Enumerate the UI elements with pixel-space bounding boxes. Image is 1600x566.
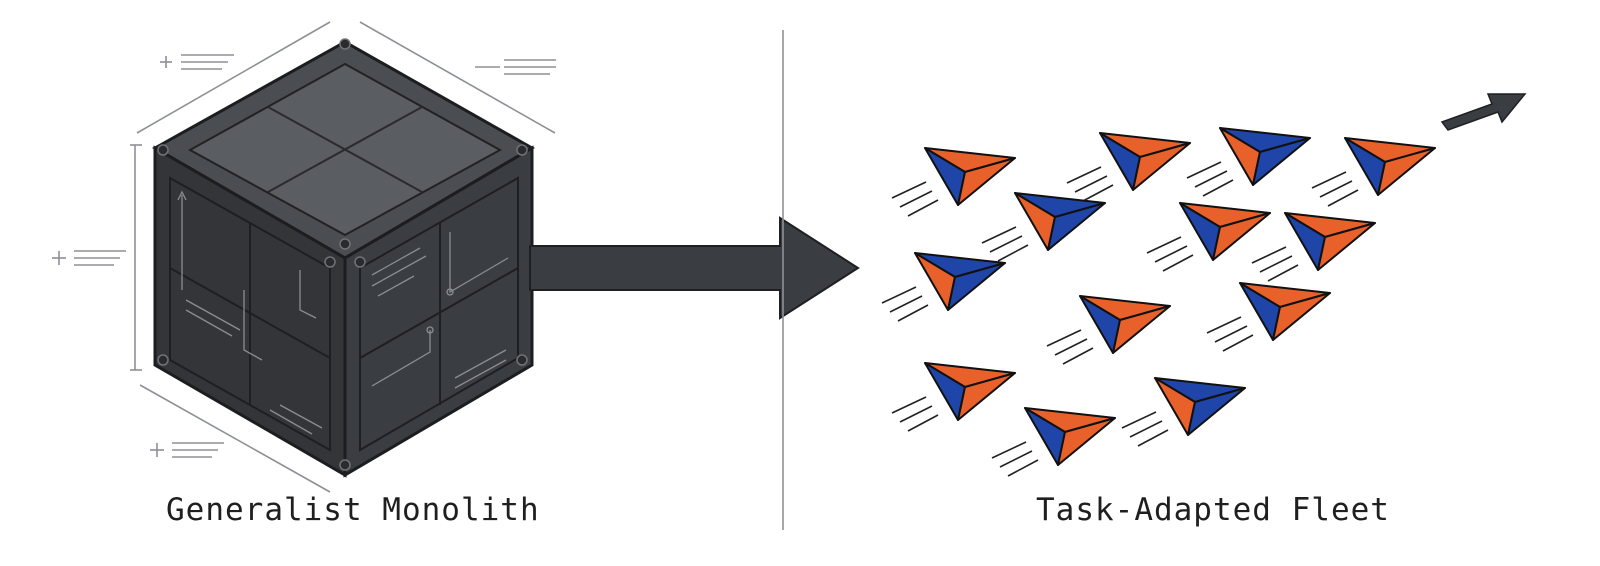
motion-line-icon xyxy=(891,181,927,199)
motion-line-icon xyxy=(1251,246,1287,264)
tetrahedron-fleet xyxy=(881,127,1436,477)
motion-line-icon xyxy=(1202,179,1234,197)
motion-line-icon xyxy=(1259,255,1293,273)
motion-line-icon xyxy=(1137,429,1169,447)
motion-line-icon xyxy=(1046,329,1082,347)
motion-line-icon xyxy=(889,295,923,313)
motion-line-icon xyxy=(899,190,933,208)
transform-arrow-icon xyxy=(529,216,860,320)
right-caption: Task-Adapted Fleet xyxy=(1036,492,1390,528)
circuit-traces xyxy=(177,190,509,435)
cube-right-face xyxy=(343,145,534,478)
fleet-unit xyxy=(1066,132,1191,202)
motion-line-icon xyxy=(881,286,917,304)
fleet-unit xyxy=(1251,212,1376,282)
left-caption: Generalist Monolith xyxy=(166,492,540,528)
motion-line-icon xyxy=(1129,420,1163,438)
corner-bolts xyxy=(157,38,528,471)
motion-line-icon xyxy=(1194,170,1228,188)
motion-line-icon xyxy=(1066,166,1102,184)
motion-line-icon xyxy=(1062,347,1094,365)
motion-line-icon xyxy=(1121,411,1157,429)
dimension-lines xyxy=(130,21,556,493)
motion-line-icon xyxy=(991,441,1027,459)
motion-line-icon xyxy=(897,304,929,322)
fleet-unit xyxy=(1186,127,1311,197)
motion-line-icon xyxy=(1206,316,1242,334)
motion-line-icon xyxy=(1074,175,1108,193)
motion-line-icon xyxy=(1327,189,1359,207)
motion-line-icon xyxy=(1214,325,1248,343)
motion-line-icon xyxy=(981,226,1017,244)
fleet-unit xyxy=(1046,295,1171,365)
motion-line-icon xyxy=(1082,184,1114,202)
motion-line-icon xyxy=(891,396,927,414)
motion-line-icon xyxy=(997,244,1029,262)
motion-line-icon xyxy=(1319,180,1353,198)
motion-line-icon xyxy=(1267,264,1299,282)
motion-line-icon xyxy=(1186,161,1222,179)
fleet-unit xyxy=(1146,202,1271,272)
motion-line-icon xyxy=(989,235,1023,253)
fleet-unit xyxy=(981,192,1106,262)
motion-line-icon xyxy=(1311,171,1347,189)
motion-line-icon xyxy=(1146,236,1182,254)
fleet-unit xyxy=(1311,137,1436,207)
monolith-cube xyxy=(52,21,556,493)
motion-line-icon xyxy=(1222,334,1254,352)
motion-line-icon xyxy=(899,405,933,423)
fleet-unit xyxy=(1206,282,1331,352)
direction-arrow-icon xyxy=(1440,93,1527,131)
motion-line-icon xyxy=(907,199,939,217)
fleet-unit xyxy=(991,407,1116,477)
motion-line-icon xyxy=(1162,254,1194,272)
motion-line-icon xyxy=(1007,459,1039,477)
motion-line-icon xyxy=(999,450,1033,468)
motion-line-icon xyxy=(1154,245,1188,263)
annotation-marks xyxy=(52,54,556,458)
fleet-unit xyxy=(891,362,1016,432)
motion-line-icon xyxy=(1054,338,1088,356)
motion-line-icon xyxy=(907,414,939,432)
fleet-unit xyxy=(881,252,1006,322)
fleet-unit xyxy=(891,147,1016,217)
fleet-unit xyxy=(1121,377,1246,447)
